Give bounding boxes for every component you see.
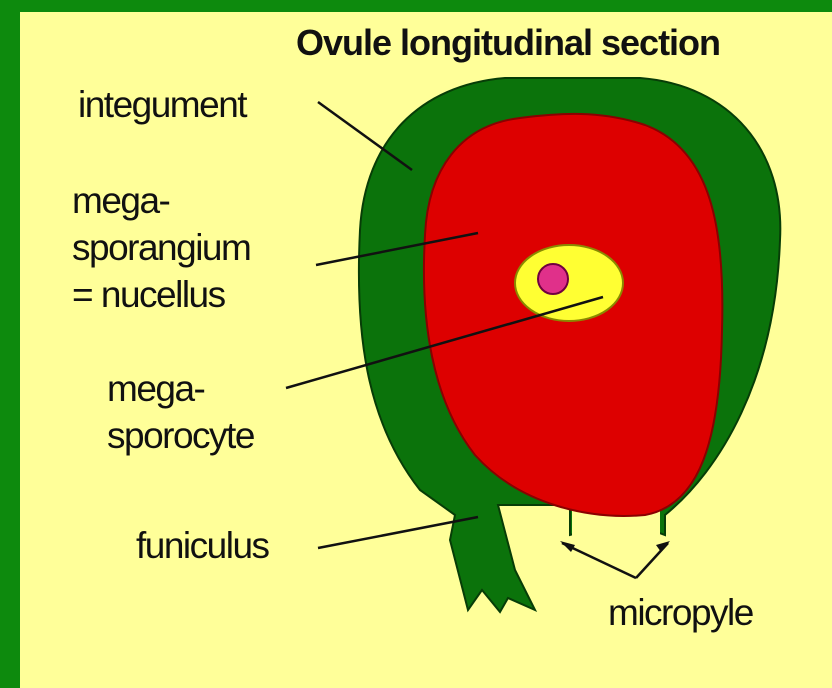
label-megasporocyte-line1: mega-	[107, 368, 204, 410]
micropyle-arrow-right	[656, 541, 670, 552]
nucleus-shape	[538, 264, 568, 294]
megasporocyte-shape	[515, 245, 623, 321]
label-integument: integument	[78, 84, 246, 126]
label-funiculus: funiculus	[136, 525, 269, 567]
micropyle-arrow-left	[560, 541, 575, 552]
label-megasporocyte-line2: sporocyte	[107, 415, 254, 457]
label-megasporangium-line1: mega-	[72, 180, 169, 222]
label-megasporangium-line2: sporangium	[72, 227, 250, 269]
label-micropyle: micropyle	[608, 592, 753, 634]
label-megasporangium-line3: = nucellus	[72, 274, 225, 316]
diagram-title: Ovule longitudinal section	[296, 22, 720, 64]
